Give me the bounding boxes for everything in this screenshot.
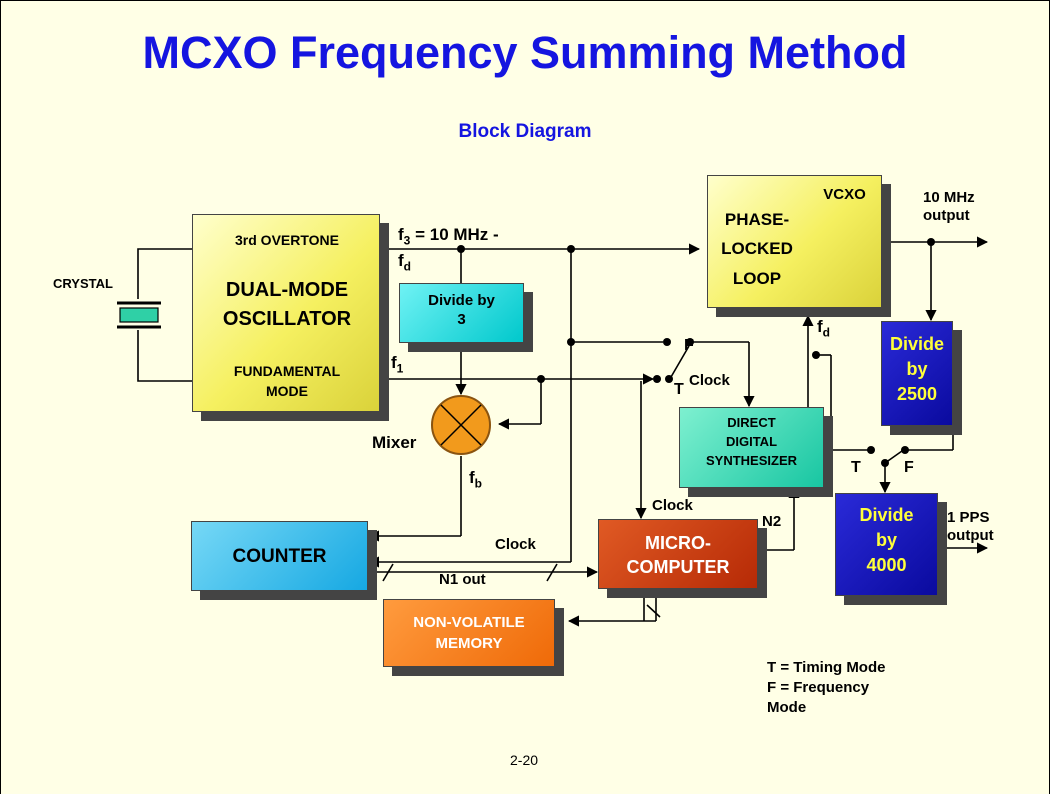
fd2-sub: d	[822, 325, 831, 340]
f1-signal-label: f1	[391, 353, 403, 375]
f3-main: f	[398, 225, 404, 244]
divide2500-line1: Divide	[889, 334, 945, 354]
divide3-line2: 3	[457, 311, 466, 328]
fd2-main: f	[817, 317, 823, 336]
f3-rest: = 10 MHz -	[410, 225, 499, 244]
output-10mhz-label: 10 MHz output	[923, 189, 975, 225]
switch-f-bottom-label: F	[904, 459, 914, 476]
dual-mode-oscillator-block: 3rd OVERTONE DUAL-MODE OSCILLATOR FUNDAM…	[192, 214, 380, 412]
switch-f-top-label: F	[684, 337, 694, 354]
crystal-symbol	[117, 248, 193, 382]
page-title: MCXO Frequency Summing Method	[142, 27, 908, 78]
output-1pps-line2: output	[947, 527, 994, 544]
n1-out-label: N1 out	[439, 571, 486, 588]
crystal-label: CRYSTAL	[53, 276, 113, 291]
microcomputer-line2: COMPUTER	[626, 557, 730, 577]
divide4000-line2: by	[875, 530, 897, 550]
fb-signal-label: fb	[469, 468, 482, 490]
divide-by-3-block: Divide by 3	[399, 283, 524, 343]
page-number: 2-20	[510, 752, 539, 768]
mode-legend: T = Timing Mode F = Frequency Mode	[767, 658, 885, 718]
fd-sub: d	[403, 259, 412, 274]
switch-t-top-label: T	[674, 381, 684, 398]
legend-line2: F = Frequency	[767, 679, 870, 696]
divide4000-line1: Divide	[859, 505, 914, 525]
mixer-label: Mixer	[372, 433, 417, 452]
nvm-line2: MEMORY	[435, 635, 503, 652]
oscillator-name-line1: DUAL-MODE	[225, 279, 349, 301]
oscillator-name-line2: OSCILLATOR	[222, 308, 352, 330]
fd-main: f	[398, 251, 404, 270]
junction-dot	[457, 245, 465, 253]
counter-block: COUNTER	[191, 521, 368, 591]
divide-by-2500-block: Divide by 2500	[881, 321, 953, 426]
fundamental-label-line1: FUNDAMENTAL	[233, 363, 341, 379]
output-1pps-line1: 1 PPS	[947, 509, 990, 526]
non-volatile-memory-block: NON-VOLATILE MEMORY	[383, 599, 555, 667]
fb-sub: b	[474, 476, 483, 491]
microcomputer-block: MICRO- COMPUTER	[598, 519, 758, 589]
f3-sub: 3	[403, 233, 411, 248]
dds-line1: DIRECT	[727, 415, 776, 430]
divide2500-line3: 2500	[896, 384, 938, 404]
vcxo-label: VCXO	[823, 186, 866, 203]
page-subtitle: Block Diagram	[458, 121, 592, 142]
clock-micro-label: Clock	[652, 497, 693, 514]
divide4000-line3: 4000	[866, 555, 907, 575]
overtone-label: 3rd OVERTONE	[235, 232, 339, 248]
phase-locked-loop-block: PHASE- LOCKED LOOP VCXO	[707, 175, 882, 308]
fundamental-label-line2: MODE	[266, 383, 308, 399]
fd-signal-label: fd	[398, 251, 411, 273]
nvm-line1: NON-VOLATILE	[413, 614, 525, 631]
switch-t-bottom-label: T	[851, 459, 861, 476]
n2-label: N2	[762, 513, 782, 530]
pll-line3: LOOP	[732, 269, 782, 288]
direct-digital-synthesizer-block: DIRECT DIGITAL SYNTHESIZER	[679, 407, 824, 488]
pll-line2: LOCKED	[721, 239, 793, 258]
f1-sub: 1	[396, 361, 404, 376]
pll-line1: PHASE-	[724, 210, 790, 229]
divide2500-line2: by	[906, 359, 928, 379]
divide3-line1: Divide by	[428, 292, 495, 309]
f1-main: f	[391, 353, 397, 372]
dds-line3: SYNTHESIZER	[705, 453, 797, 468]
fd-dds-signal-label: fd	[817, 317, 830, 339]
output-1pps-label: 1 PPS output	[947, 509, 994, 545]
f3-signal-label: f3 = 10 MHz -	[398, 225, 499, 247]
legend-line3: Mode	[767, 699, 807, 716]
clock-dds-label: Clock	[689, 372, 730, 389]
clock-counter-label: Clock	[495, 536, 536, 553]
microcomputer-line1: MICRO-	[645, 533, 711, 553]
output-10mhz-line1: 10 MHz	[923, 189, 975, 206]
dds-line2: DIGITAL	[725, 434, 778, 449]
fb-main: f	[469, 468, 475, 487]
legend-line1: T = Timing Mode	[767, 659, 886, 676]
divide-by-4000-block: Divide by 4000	[835, 493, 938, 596]
mixer-symbol	[431, 395, 491, 455]
output-10mhz-line2: output	[923, 207, 970, 224]
